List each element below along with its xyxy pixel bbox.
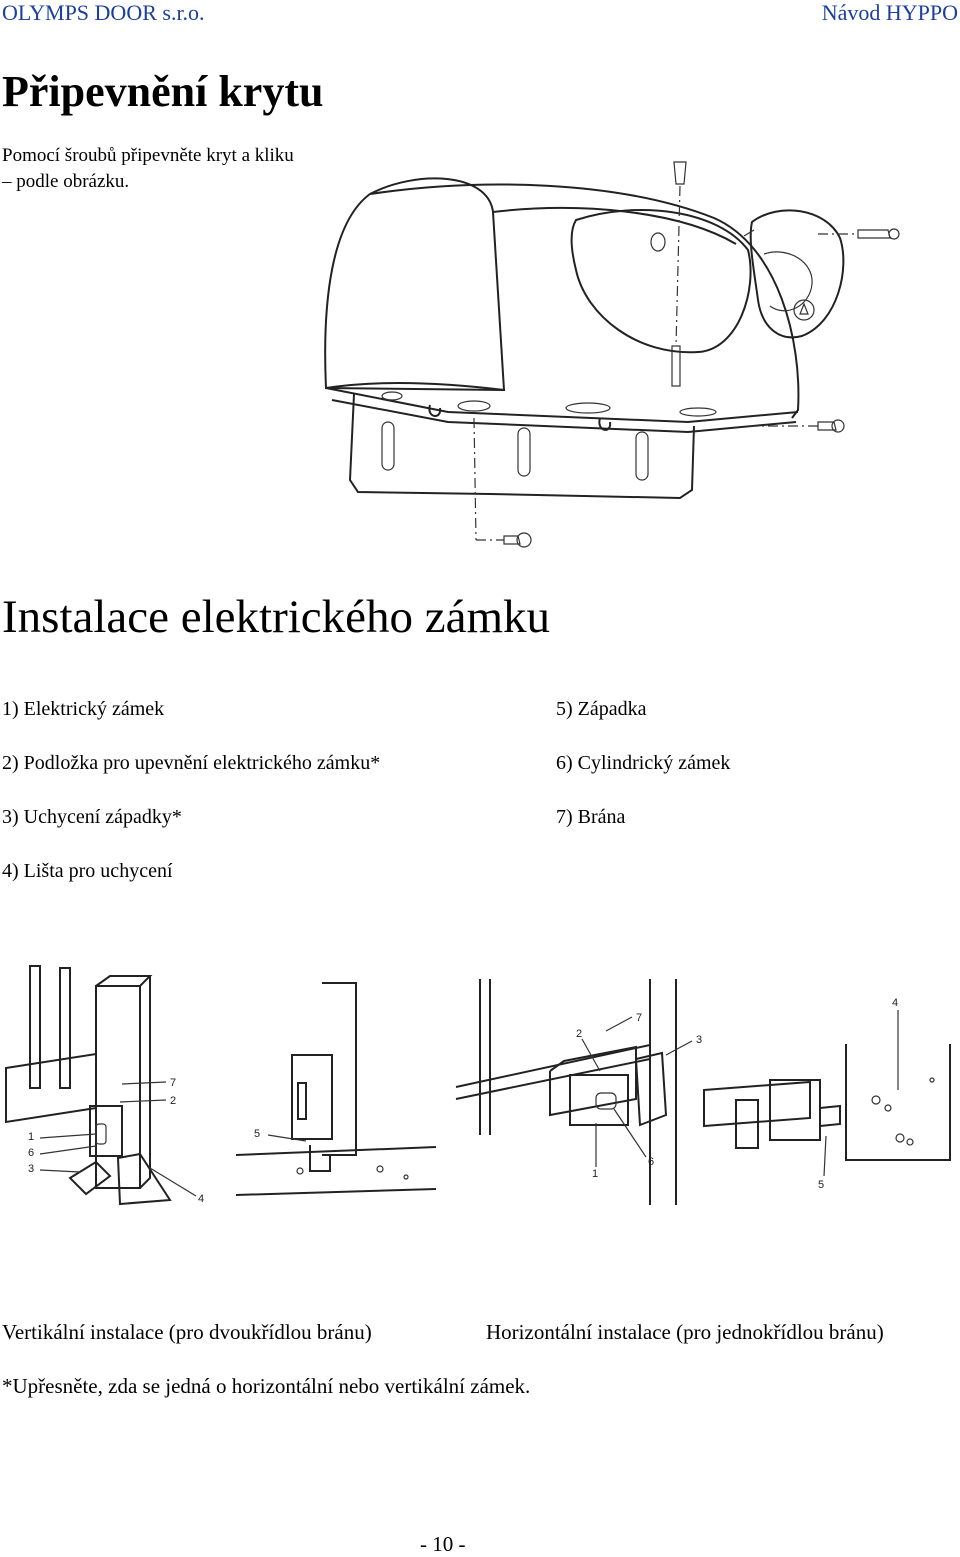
post-installation-drawing: 4 5 bbox=[703, 997, 951, 1191]
label-3: 3 bbox=[696, 1034, 702, 1046]
label-1: 1 bbox=[28, 1131, 34, 1143]
caption-horizontal-installation: Horizontální instalace (pro jednokřídlou… bbox=[486, 1320, 884, 1344]
label-4: 4 bbox=[198, 1193, 204, 1205]
header-company: OLYMPS DOOR s.r.o. bbox=[2, 0, 205, 25]
part-item-7: 7) Brána bbox=[556, 806, 626, 828]
label-4: 4 bbox=[892, 997, 898, 1009]
label-2: 2 bbox=[170, 1095, 176, 1107]
part-item-3: 3) Uchycení západky* bbox=[2, 806, 182, 828]
section-text-line-1: Pomocí šroubů připevněte kryt a kliku bbox=[2, 145, 294, 166]
vertical-installation-drawing: 7 2 1 6 3 4 bbox=[5, 965, 204, 1206]
part-item-6: 6) Cylindrický zámek bbox=[556, 752, 731, 774]
section-title-cover: Připevnění krytu bbox=[2, 67, 324, 116]
label-6: 6 bbox=[648, 1156, 654, 1168]
label-1: 1 bbox=[592, 1168, 598, 1180]
part-item-2: 2) Podložka pro upevnění elektrického zá… bbox=[2, 752, 381, 774]
header-document-title: Návod HYPPO bbox=[821, 0, 958, 25]
label-3: 3 bbox=[28, 1163, 34, 1175]
label-2: 2 bbox=[576, 1028, 582, 1040]
page-number: - 10 - bbox=[420, 1532, 466, 1556]
cover-assembly-drawing bbox=[324, 161, 900, 548]
latch-detail-drawing: 5 bbox=[235, 982, 437, 1196]
label-5: 5 bbox=[254, 1128, 260, 1140]
section-text-line-2: – podle obrázku. bbox=[2, 171, 130, 192]
part-item-4: 4) Lišta pro uchycení bbox=[2, 860, 173, 882]
part-item-1: 1) Elektrický zámek bbox=[2, 698, 165, 720]
part-item-5: 5) Západka bbox=[556, 698, 647, 720]
label-7: 7 bbox=[170, 1077, 176, 1089]
label-7: 7 bbox=[636, 1012, 642, 1024]
label-6: 6 bbox=[28, 1147, 34, 1159]
caption-vertical-installation: Vertikální instalace (pro dvoukřídlou br… bbox=[2, 1320, 372, 1344]
horizontal-installation-drawing: 7 2 3 1 6 bbox=[455, 979, 702, 1205]
footnote: *Upřesněte, zda se jedná o horizontální … bbox=[2, 1374, 531, 1398]
label-5: 5 bbox=[818, 1179, 824, 1191]
section-title-electric-lock: Instalace elektrického zámku bbox=[2, 591, 551, 643]
